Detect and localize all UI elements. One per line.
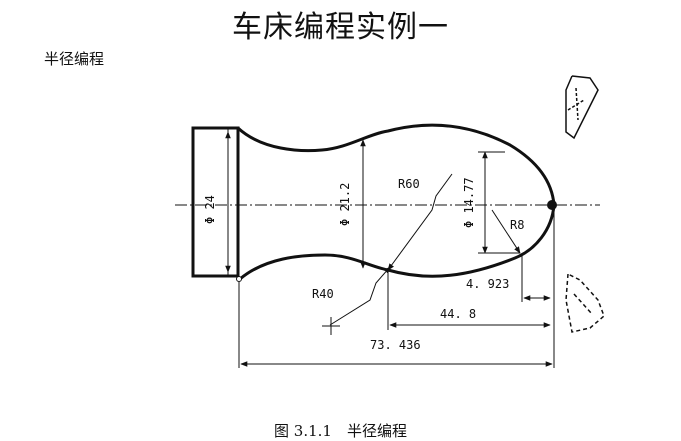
leader-r8	[491, 209, 521, 254]
label-dia-21-2: Φ 21.2	[338, 183, 352, 226]
leader-r60	[387, 173, 453, 271]
cutting-tool-icon	[565, 75, 599, 140]
workpiece-profile	[236, 123, 556, 281]
label-radius-8: R8	[510, 218, 524, 232]
label-radius-60: R60	[398, 177, 420, 191]
figure-caption: 图 3.1.1 半径编程	[274, 422, 407, 440]
label-dia-14-77: Φ 14.77	[462, 177, 476, 228]
label-len-73-436: 73. 436	[370, 338, 421, 352]
label-len-44-8: 44. 8	[440, 307, 476, 321]
label-dia-24: Φ 24	[203, 195, 217, 224]
section-subtitle: 半径编程	[44, 50, 105, 68]
label-len-4-923: 4. 923	[466, 277, 509, 291]
start-point-marker	[236, 276, 242, 282]
tool-end-point	[547, 200, 557, 210]
page-title: 车床编程实例一	[232, 10, 449, 45]
label-radius-40: R40	[312, 287, 334, 301]
tool-ghost-icon	[565, 273, 605, 333]
leader-r40	[329, 266, 391, 326]
